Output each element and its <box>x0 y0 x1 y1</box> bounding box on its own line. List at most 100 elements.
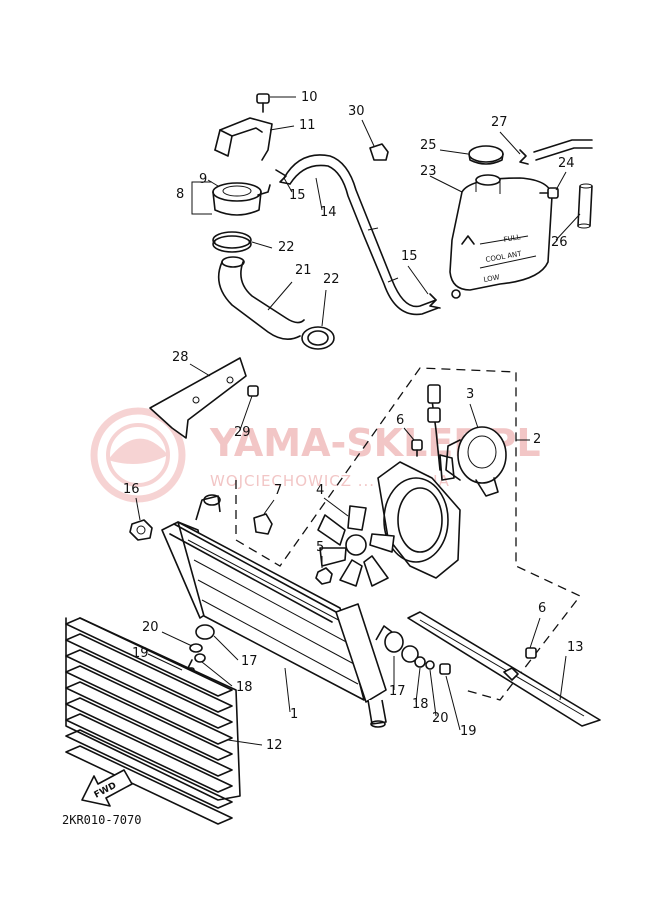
callout-5: 5 <box>316 540 324 555</box>
grille-slat <box>65 633 233 713</box>
leader-line-6 <box>403 427 415 441</box>
grille-slat <box>65 713 233 793</box>
callout-20: 20 <box>142 620 159 635</box>
part-10-bolt <box>256 93 270 113</box>
grille-slat <box>65 665 233 745</box>
leader-line-11 <box>269 125 295 131</box>
callout-6: 6 <box>538 601 546 616</box>
leader-line-28 <box>189 363 211 377</box>
part-5-nut <box>315 567 333 585</box>
callout-10: 10 <box>301 90 318 105</box>
part-7-fitting <box>253 513 273 535</box>
leader-line-19 <box>445 675 461 731</box>
fwd-arrow-icon: FWD <box>81 769 133 807</box>
part-27-clip <box>519 149 529 165</box>
part-motor-lead <box>427 384 441 471</box>
leader-line-18 <box>201 661 233 687</box>
callout-6: 6 <box>396 413 404 428</box>
part-20-washer-left <box>189 643 203 653</box>
leader-line-12 <box>227 739 263 746</box>
callout-8-bracket <box>191 181 212 215</box>
leader-line-22 <box>251 241 273 249</box>
callout-20: 20 <box>432 711 449 726</box>
leader-line-13 <box>559 655 567 701</box>
callout-30: 30 <box>348 104 365 119</box>
grille-slat <box>65 649 233 729</box>
part-13-side-cover <box>407 611 601 727</box>
leader-line-3 <box>469 403 479 429</box>
part-20-washer-right <box>425 660 435 670</box>
callout-17: 17 <box>389 684 406 699</box>
part-16-grommet <box>129 519 153 541</box>
part-3-fan-motor <box>439 426 507 497</box>
watermark-logo <box>90 407 186 503</box>
callout-17: 17 <box>241 654 258 669</box>
part-6-bolt <box>411 439 423 457</box>
callout-19: 19 <box>132 646 149 661</box>
grille-slat <box>65 681 233 761</box>
callout-labels: 1234566789101112131415151617171818191920… <box>123 90 584 753</box>
assembly-2-boundary <box>235 367 582 701</box>
leader-line-29 <box>239 395 253 431</box>
leader-line-4 <box>323 497 349 517</box>
grille-slat <box>65 729 233 809</box>
callout-7: 7 <box>274 483 282 498</box>
part-21-radiator-hose <box>217 256 305 340</box>
callout-15: 15 <box>289 188 306 203</box>
part-6-bolt-lower <box>525 647 537 659</box>
grille-frame <box>65 617 241 801</box>
part-30-fitting <box>369 143 389 161</box>
callout-3: 3 <box>466 387 474 402</box>
leader-line-7 <box>263 499 275 515</box>
leader-line-18 <box>415 667 421 703</box>
callout-19: 19 <box>460 724 477 739</box>
leader-line-24 <box>555 171 567 191</box>
callout-14: 14 <box>320 205 337 220</box>
leader-line-27 <box>499 131 521 155</box>
callout-2: 2 <box>533 432 541 447</box>
leader-line-15 <box>283 177 293 193</box>
part-15-clip-lower <box>429 293 441 309</box>
part-19-bolt-right <box>439 663 451 675</box>
leader-line-6 <box>529 617 541 649</box>
callout-18: 18 <box>412 697 429 712</box>
leader-line-9 <box>207 179 219 187</box>
tank-marking-full: FULL <box>503 233 521 244</box>
part-28-bracket <box>149 357 247 439</box>
leader-line-1 <box>284 667 291 713</box>
part-14-overflow-hose <box>283 154 439 316</box>
part-fan-shroud <box>377 461 461 579</box>
callout-leaders <box>135 96 581 746</box>
part-22-hose-clamp-lower <box>301 326 335 350</box>
callout-18: 18 <box>236 680 253 695</box>
leader-line-16 <box>135 497 141 521</box>
part-1-radiator <box>161 494 393 728</box>
part-15-clip <box>275 169 291 185</box>
leader-line-23 <box>429 175 463 193</box>
leader-line-21 <box>267 281 293 311</box>
callout-8: 8 <box>176 187 184 202</box>
part-18-collar-left <box>194 653 206 663</box>
part-23-reservoir-tank: FULL COOL ANT LOW <box>449 174 553 299</box>
leader-line-26 <box>555 213 581 241</box>
part-12-grille <box>65 617 241 825</box>
part-24-bolt <box>539 187 559 199</box>
leader-line-17 <box>213 635 239 661</box>
part-11-bracket <box>214 117 273 161</box>
callout-29: 29 <box>234 425 251 440</box>
grille-slat <box>65 745 233 825</box>
callout-12: 12 <box>266 738 283 753</box>
callout-23: 23 <box>420 164 437 179</box>
part-22-hose-clamp <box>212 231 252 253</box>
part-17-damper-right <box>384 631 419 663</box>
callout-13: 13 <box>567 640 584 655</box>
callout-11: 11 <box>299 118 316 133</box>
leader-line-25 <box>439 149 469 155</box>
part-26-breather-hose <box>533 139 593 229</box>
part-18-collar-right <box>414 656 426 668</box>
callout-28: 28 <box>172 350 189 365</box>
grille-slat <box>65 617 233 697</box>
callout-16: 16 <box>123 482 140 497</box>
leader-line-19 <box>147 653 183 671</box>
